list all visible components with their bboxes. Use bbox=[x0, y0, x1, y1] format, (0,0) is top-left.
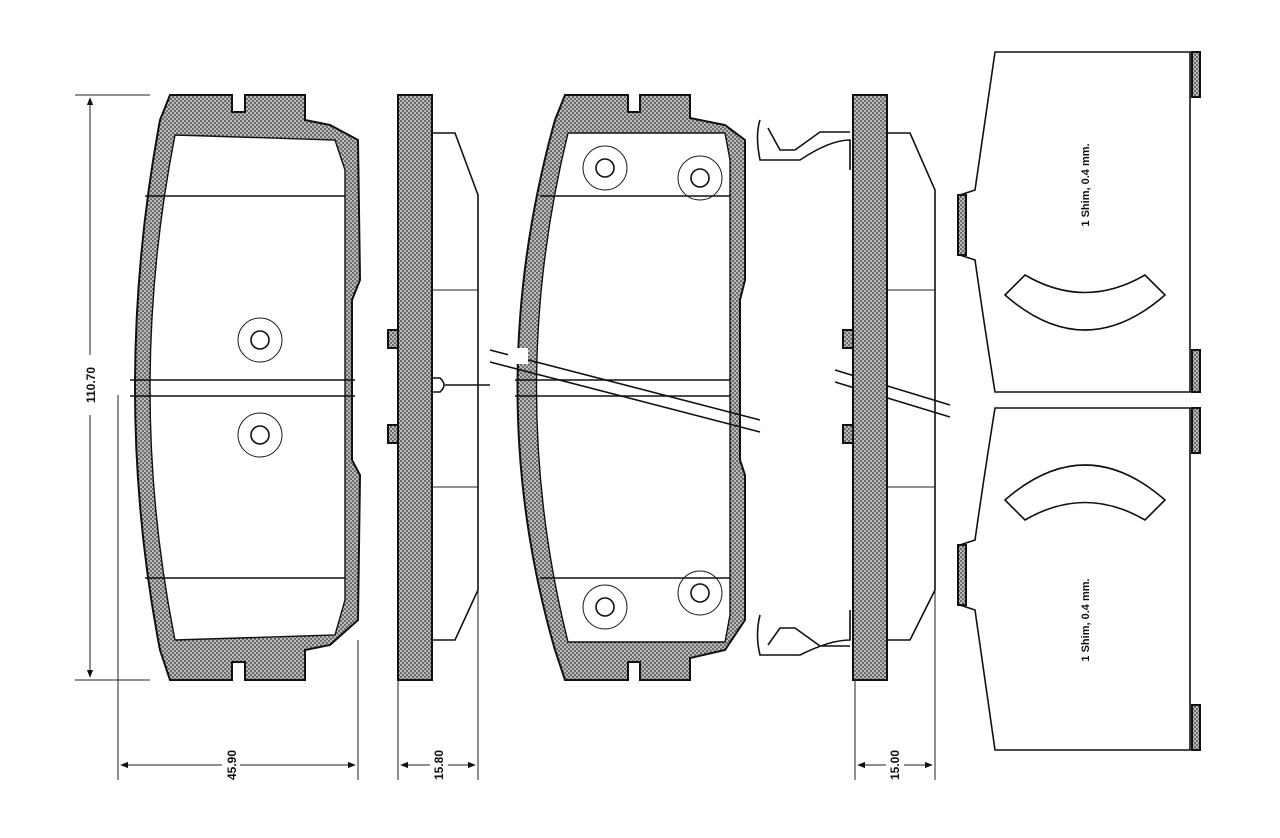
outer-pad-front-view bbox=[489, 94, 761, 681]
rivet-icon bbox=[237, 412, 283, 458]
rivet-icon bbox=[582, 145, 628, 191]
thickness-inner-dimension: 15.80 bbox=[397, 590, 479, 787]
inner-pad-side-view bbox=[387, 94, 490, 681]
thickness-inner-label: 15.80 bbox=[432, 750, 446, 780]
height-label: 110.70 bbox=[84, 367, 98, 403]
rivet-icon bbox=[582, 584, 628, 630]
shim-bottom: 1 Shim, 0.4 mm. bbox=[957, 407, 1201, 751]
rivet-icon bbox=[677, 155, 723, 201]
shim-top-label: 1 Shim, 0.4 mm. bbox=[1080, 143, 1092, 226]
inner-pad-front-view bbox=[130, 94, 362, 681]
height-dimension: 110.70 bbox=[75, 94, 150, 681]
thickness-outer-dimension: 15.00 bbox=[854, 590, 936, 787]
width-dimension: 45.90 bbox=[117, 395, 359, 785]
wear-sensor-wire bbox=[489, 349, 761, 433]
width-label: 45.90 bbox=[225, 750, 239, 780]
rivet-icon bbox=[237, 317, 283, 363]
rivet-icon bbox=[677, 570, 723, 616]
thickness-outer-label: 15.00 bbox=[888, 750, 902, 780]
shim-bottom-label: 1 Shim, 0.4 mm. bbox=[1080, 578, 1092, 661]
outer-pad-side-view bbox=[842, 94, 936, 681]
shim-top: 1 Shim, 0.4 mm. bbox=[957, 51, 1201, 393]
